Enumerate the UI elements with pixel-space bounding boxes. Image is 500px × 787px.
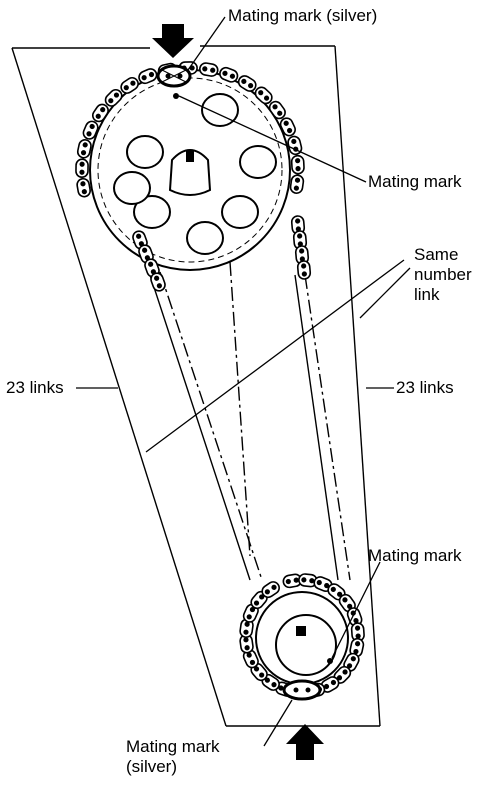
trapezoid-outline: [11, 45, 381, 727]
top-arrow-icon: [152, 24, 194, 58]
sprocket-lightening-holes: [113, 93, 277, 255]
links-right-label: 23 links: [396, 378, 454, 397]
crankshaft-sprocket: [255, 591, 349, 685]
bottom-mating-mark-line-1: Mating mark: [126, 737, 220, 756]
cam-mating-dot: [173, 93, 179, 99]
chain-link: [132, 230, 148, 250]
chain-link: [150, 272, 166, 292]
chain-link: [237, 75, 257, 92]
chain-link: [296, 260, 312, 280]
sprocket-hole: [221, 195, 259, 229]
same-number-link-label: Same number link: [414, 245, 472, 305]
chain-link: [75, 158, 89, 179]
sprocket-hole: [113, 171, 151, 205]
chain-link: [91, 103, 109, 123]
chain-link: [219, 66, 239, 83]
chain-link: [294, 245, 310, 265]
chain-link: [313, 576, 333, 593]
sprocket-hole: [201, 93, 239, 127]
timing-chain-links: [75, 61, 365, 699]
chain-link: [239, 634, 254, 654]
top-mating-mark-silver-label: Mating mark (silver): [228, 6, 378, 25]
crank-mating-mark-label: Mating mark: [368, 546, 462, 565]
cam-mating-mark-label: Mating mark: [368, 172, 462, 191]
chain-link: [250, 590, 268, 610]
chain-link: [327, 583, 346, 601]
bottom-mating-mark-line-2: (silver): [126, 757, 177, 776]
chain-link: [254, 86, 273, 105]
bottom-mating-mark-silver-label: Mating mark (silver): [126, 737, 220, 777]
chain-link: [250, 662, 268, 682]
chain-link: [290, 154, 305, 175]
cam-keyway-hub: [168, 149, 212, 196]
chain-link: [76, 139, 92, 159]
chain-link: [279, 117, 296, 137]
chain-link: [298, 573, 318, 588]
same-number-link-line-2: number: [414, 265, 472, 284]
sprocket-hole: [133, 195, 171, 229]
sprocket-hole: [186, 221, 224, 255]
crank-mating-dot: [327, 658, 333, 664]
sprocket-hole: [239, 145, 277, 179]
same-number-link-line-1: Same: [414, 245, 459, 264]
links-left-label: 23 links: [6, 378, 64, 397]
chain-link: [333, 665, 352, 684]
chain-link: [138, 68, 158, 85]
bottom-silver-link: [282, 679, 322, 701]
chain-link: [76, 177, 91, 198]
chain-link: [104, 88, 123, 107]
sprocket-hole: [126, 135, 164, 169]
chain-runs: [149, 261, 351, 581]
leader-lines: [76, 16, 411, 747]
camshaft-sprocket: [89, 69, 291, 271]
chain-link: [289, 174, 305, 194]
chain-link: [239, 618, 254, 638]
chain-link: [82, 120, 99, 140]
chain-link: [268, 100, 286, 120]
chain-link: [198, 62, 219, 77]
same-number-link-line-3: link: [414, 285, 440, 304]
chain-link: [261, 581, 280, 599]
bottom-arrow-icon: [286, 724, 324, 760]
top-silver-link: [156, 64, 192, 88]
chain-link: [120, 76, 139, 94]
chain-link: [350, 622, 365, 642]
